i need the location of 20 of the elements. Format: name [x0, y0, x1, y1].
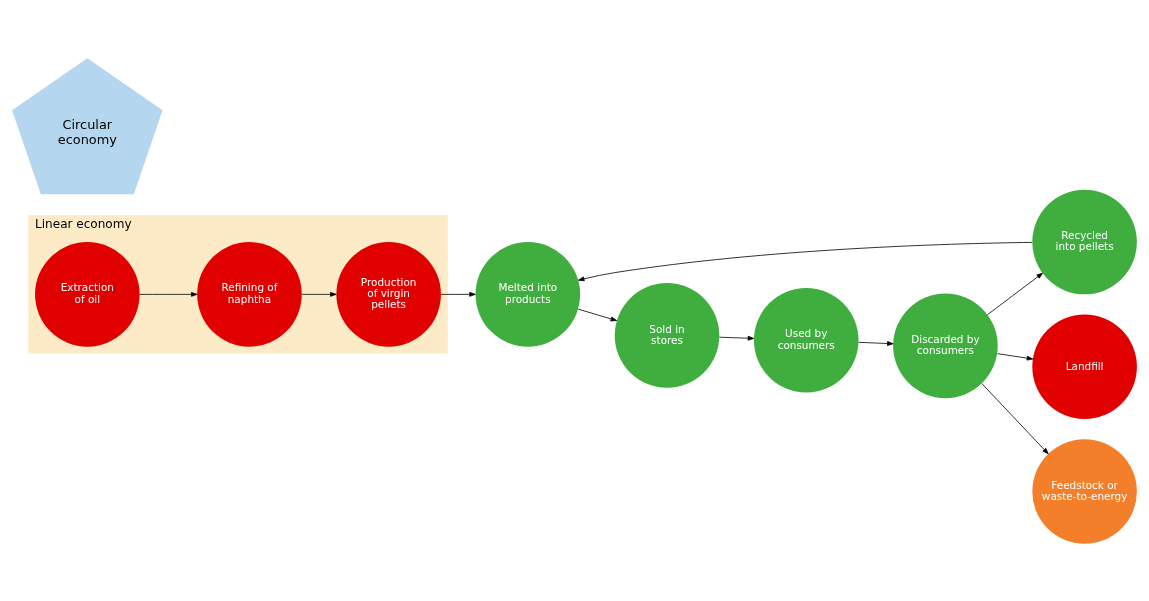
node-circle: Discarded by consumers [893, 293, 998, 398]
node-circle: Landfill [1032, 314, 1137, 419]
node-circle: Sold in stores [614, 282, 720, 388]
arrow [981, 382, 1049, 454]
node-circle: Production of virgin pellets [336, 241, 441, 347]
arrow [997, 352, 1034, 360]
arrow [578, 241, 1033, 281]
node-circle: Feedstock or waste-to-energy [1032, 438, 1137, 544]
node-circle: Refining of naphtha [197, 241, 302, 347]
arrow [858, 340, 894, 346]
arrow [139, 291, 198, 297]
arrow [301, 291, 337, 297]
node-circle: Extraction of oil [35, 241, 140, 347]
node-circle: Used by consumers [753, 287, 859, 392]
node-circle: Melted into products [475, 241, 581, 347]
arrow [719, 335, 755, 341]
arrow [987, 272, 1043, 315]
arrow [440, 291, 476, 297]
node-circle: Recycled into pellets [1032, 189, 1137, 294]
arrow [577, 308, 618, 321]
